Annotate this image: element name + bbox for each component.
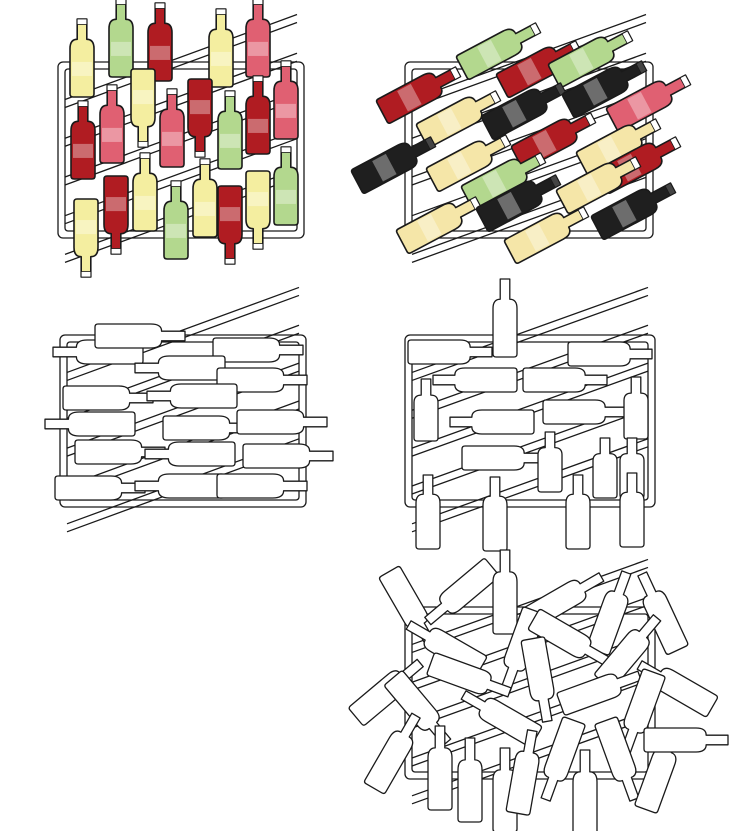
bottle-10: [425, 134, 512, 192]
bottle-6: [62, 385, 154, 411]
bottle-1: [69, 18, 95, 98]
bottle-15: [103, 175, 129, 255]
bottle-2: [407, 339, 493, 365]
bottle-8: [44, 411, 136, 437]
bottle-10: [461, 445, 547, 471]
bottle-10: [594, 614, 662, 690]
rack-rail: [411, 558, 649, 646]
bottle-13: [460, 152, 547, 210]
bottle-19: [590, 182, 677, 240]
bottle-9: [527, 608, 610, 666]
bottle-9: [162, 415, 254, 441]
bottle-13: [242, 443, 334, 469]
bottle-6: [413, 378, 439, 442]
bottle-20: [245, 170, 271, 250]
bottle-4: [208, 8, 234, 88]
bottle-17: [555, 156, 642, 214]
bottle-28: [643, 727, 729, 753]
bottle-19: [217, 185, 243, 265]
bottle-13: [245, 75, 271, 155]
bottle-1: [492, 278, 518, 358]
bottle-7: [70, 100, 96, 180]
bottle-1: [455, 22, 542, 80]
bottle-16: [384, 670, 452, 746]
bottle-3: [212, 337, 304, 363]
bottle-8: [99, 84, 125, 164]
bottle-8: [542, 399, 628, 425]
bottle-2: [108, 0, 134, 78]
bottle-11: [537, 431, 563, 493]
bottle-11: [187, 78, 213, 158]
bottle-9: [130, 68, 156, 148]
rack-rail: [411, 408, 649, 495]
bottle-5: [415, 90, 502, 148]
bottle-7: [449, 409, 535, 435]
bottle-18: [620, 668, 666, 754]
bottle-11: [74, 439, 166, 465]
bottle-21: [273, 146, 299, 226]
bottle-16: [565, 474, 591, 550]
bottle-6: [273, 60, 299, 140]
bottle-6: [637, 571, 689, 655]
bottle-8: [605, 74, 692, 132]
bottle-4: [547, 30, 634, 88]
bottle-14: [54, 475, 146, 501]
bottle-16: [216, 473, 308, 499]
bottle-17: [163, 180, 189, 260]
bottle-9: [623, 376, 649, 440]
panel-outline-mixed: [404, 278, 656, 552]
panel-outline-scattered: [348, 549, 729, 831]
bottle-10: [159, 88, 185, 168]
bottle-13: [520, 636, 555, 723]
bottle-12: [144, 441, 236, 467]
bottle-15: [482, 476, 508, 552]
bottle-2: [94, 323, 186, 349]
bottle-3: [567, 341, 653, 367]
bottle-5: [216, 367, 308, 393]
bottle-5: [245, 0, 271, 78]
bottle-18: [192, 158, 218, 238]
bottle-16: [475, 174, 562, 232]
bottle-4: [134, 355, 226, 381]
bottle-24: [540, 716, 586, 802]
bottle-7: [561, 60, 648, 118]
bottle-2: [424, 558, 500, 626]
bottle-4: [432, 367, 518, 393]
bottle-23: [505, 729, 540, 816]
bottle-5: [522, 367, 608, 393]
panel-colored-vertical: [57, 0, 305, 278]
panel-outline-horizontal: [44, 286, 334, 533]
bottle-6: [480, 82, 567, 140]
bottle-17: [619, 472, 645, 548]
bottle-3: [492, 549, 518, 635]
bottle-12: [426, 652, 512, 698]
bottle-12: [592, 437, 618, 499]
bottle-14: [415, 474, 441, 550]
bottle-7: [146, 383, 238, 409]
bottle-19: [363, 712, 421, 795]
panel-colored-diagonal: [350, 13, 692, 264]
bottle-2: [375, 66, 462, 124]
bottle-25: [572, 749, 598, 831]
rack-rail: [411, 294, 649, 382]
rack-rail: [411, 362, 649, 449]
bottle-14: [73, 198, 99, 278]
bottle-20: [427, 725, 453, 811]
bottle-12: [217, 90, 243, 170]
bottle-14: [556, 670, 642, 716]
bottle-16: [132, 152, 158, 232]
bottle-10: [236, 409, 328, 435]
bottle-11: [510, 112, 597, 170]
bottle-21: [457, 737, 483, 823]
bottle-9: [350, 136, 437, 194]
bottle-26: [594, 716, 640, 802]
bottle-18: [503, 206, 590, 264]
